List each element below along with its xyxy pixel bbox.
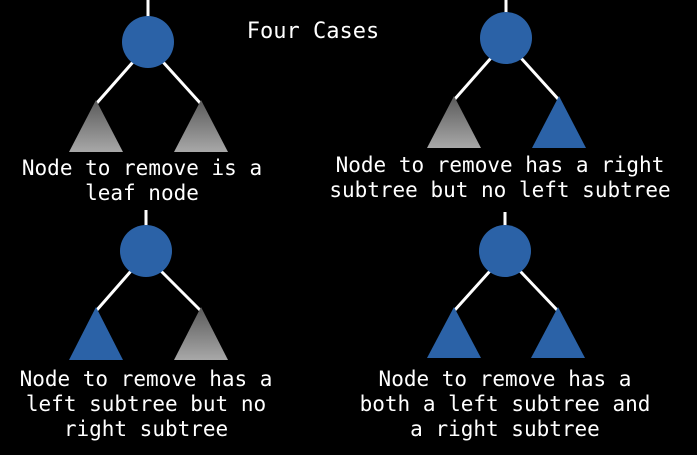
caption-line: Node to remove is a [21, 156, 263, 180]
caption-left-only-case: Node to remove has a left subtree but no… [20, 367, 273, 442]
caption-line: Node to remove has a right [335, 153, 665, 177]
caption-line: Node to remove has a [19, 367, 273, 391]
caption-both-case: Node to remove has a both a left subtree… [360, 367, 651, 442]
caption-line: Node to remove has a [378, 367, 632, 391]
right-edge [519, 56, 561, 102]
caption-line: subtree but no left subtree [329, 178, 671, 202]
right-empty-subtree [174, 100, 228, 152]
caption-line: both a left subtree and [359, 392, 651, 416]
left-edge [94, 61, 135, 105]
left-edge [94, 270, 133, 312]
node-to-remove [120, 225, 172, 277]
left-subtree [69, 307, 123, 360]
right-subtree [531, 307, 585, 358]
caption-line: right subtree [63, 417, 229, 441]
caption-right-only-case: Node to remove has a right subtree but n… [329, 153, 670, 203]
caption-line: left subtree but no [25, 392, 267, 416]
right-edge [161, 60, 203, 106]
node-to-remove [480, 12, 532, 64]
left-edge [452, 269, 492, 313]
right-edge [159, 269, 203, 313]
node-to-remove [122, 16, 174, 68]
caption-line: a right subtree [410, 417, 600, 441]
left-empty-subtree [427, 96, 481, 148]
right-empty-subtree [174, 307, 228, 360]
diagram-title: Four Cases [246, 19, 380, 44]
caption-leaf-case: Node to remove is a leaf node [22, 156, 262, 206]
right-subtree [532, 96, 586, 148]
left-edge [452, 57, 493, 101]
caption-line: leaf node [85, 181, 199, 205]
left-empty-subtree [69, 100, 123, 152]
node-to-remove [479, 225, 531, 277]
right-edge [518, 269, 560, 313]
left-subtree [427, 307, 481, 358]
